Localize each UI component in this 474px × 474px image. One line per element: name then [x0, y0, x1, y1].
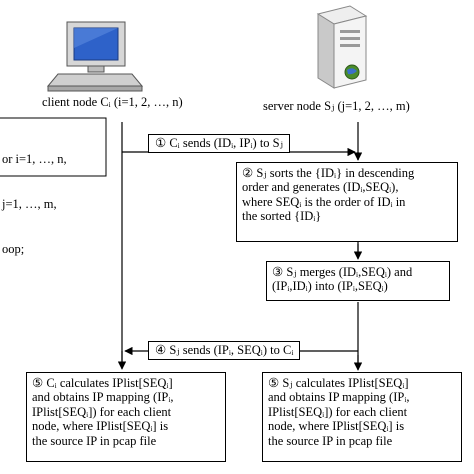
server-node-label: server node Sⱼ (j=1, 2, …, m)	[263, 99, 410, 113]
pseudocode-block: or i=1, …, n, j=1, …, m, oop;	[2, 122, 67, 272]
step5-server-line: the source IP in pcap file	[268, 433, 393, 448]
step5-client-line: node, where IPlist[SEQᵢ] is	[32, 419, 169, 434]
step2-line: the sorted {IDᵢ}	[242, 209, 322, 224]
step2-line: ② Sⱼ sorts the {IDᵢ} in descending	[242, 166, 415, 180]
step3-box: ③ Sⱼ merges (IDᵢ,SEQᵢ) and (IPᵢ,IDᵢ) int…	[266, 261, 450, 301]
step5-client-line: IPlist[SEQᵢ]) for each client	[32, 404, 172, 419]
step1-message: ① Cᵢ sends (IDᵢ, IPᵢ) to Sⱼ	[148, 134, 290, 153]
pseudocode-line: or i=1, …, n,	[2, 152, 67, 166]
step5-client-box: ⑤ Cᵢ calculates IPlist[SEQᵢ] and obtains…	[26, 372, 226, 462]
client-node-label: client node Cᵢ (i=1, 2, …, n)	[42, 95, 183, 109]
step5-client-line: and obtains IP mapping (IPᵢ,	[32, 390, 174, 405]
step5-server-box: ⑤ Sⱼ calculates IPlist[SEQᵢ] and obtains…	[262, 372, 462, 462]
step3-line: (IPᵢ,IDᵢ) into (IPᵢ,SEQᵢ)	[272, 279, 388, 294]
step3-line: ③ Sⱼ merges (IDᵢ,SEQᵢ) and	[272, 265, 413, 279]
step5-server-line: node, where IPlist[SEQᵢ] is	[268, 419, 405, 434]
step5-client-line: ⑤ Cᵢ calculates IPlist[SEQᵢ]	[32, 376, 173, 390]
step5-server-line: IPlist[SEQᵢ]) for each client	[268, 404, 408, 419]
step4-message: ④ Sⱼ sends (IPᵢ, SEQᵢ) to Cᵢ	[148, 341, 301, 360]
step5-server-line: ⑤ Sⱼ calculates IPlist[SEQᵢ]	[268, 376, 409, 390]
step2-line: where SEQᵢ is the order of IDᵢ in	[242, 194, 406, 209]
pseudocode-line: oop;	[2, 242, 25, 256]
step2-box: ② Sⱼ sorts the {IDᵢ} in descending order…	[236, 162, 458, 242]
server-icon	[316, 5, 368, 89]
step5-server-line: and obtains IP mapping (IPᵢ,	[268, 390, 410, 405]
pseudocode-line: j=1, …, m,	[2, 197, 57, 211]
step2-line: order and generates (IDᵢ,SEQᵢ),	[242, 180, 399, 195]
client-computer-icon	[46, 21, 144, 92]
step5-client-line: the source IP in pcap file	[32, 433, 157, 448]
